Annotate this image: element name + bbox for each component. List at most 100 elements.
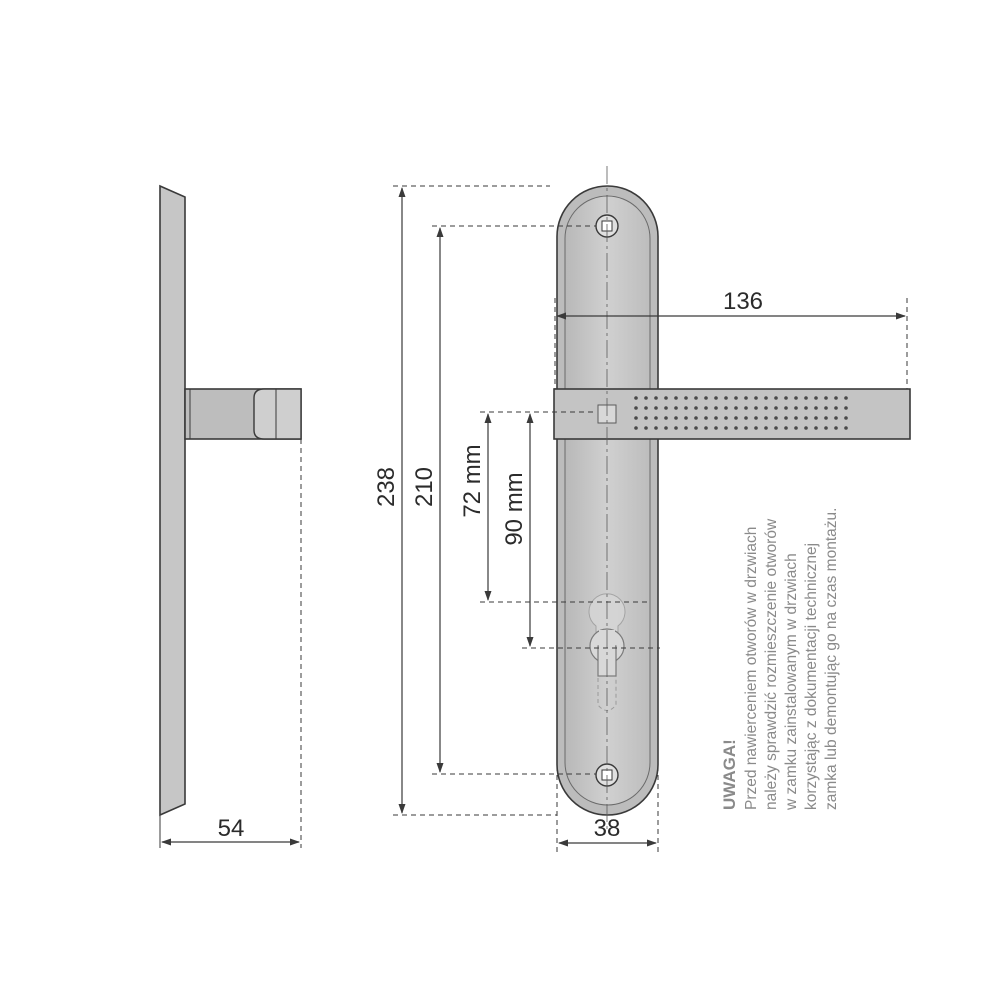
lever-dot bbox=[804, 426, 808, 430]
lever-dot bbox=[694, 426, 698, 430]
warning-line-2: należy sprawdzić rozmieszczenie otworów bbox=[763, 518, 780, 810]
backset-90-label: 90 mm bbox=[501, 472, 528, 545]
lever-dot bbox=[714, 406, 718, 410]
lever-dot bbox=[764, 426, 768, 430]
lever-dot bbox=[694, 416, 698, 420]
warning-note: UWAGA! Przed nawierceniem otworów w drzw… bbox=[720, 508, 840, 811]
lever-dot-pattern bbox=[634, 396, 848, 430]
lever-dot bbox=[684, 406, 688, 410]
lever-dot bbox=[804, 406, 808, 410]
front-view: 38 136 238 210 72 mm 90 mm bbox=[373, 166, 911, 852]
lever-dot bbox=[754, 406, 758, 410]
lever-dot bbox=[644, 416, 648, 420]
lever-dot bbox=[744, 416, 748, 420]
lever-dot bbox=[724, 406, 728, 410]
lever-dot bbox=[704, 416, 708, 420]
lever-dot bbox=[814, 426, 818, 430]
lever-dot bbox=[724, 416, 728, 420]
lever-dot bbox=[724, 396, 728, 400]
total-height-label: 238 bbox=[373, 467, 400, 507]
lever-dot bbox=[634, 396, 638, 400]
lever-dot bbox=[644, 396, 648, 400]
lever-dot bbox=[704, 406, 708, 410]
lever-dot bbox=[754, 416, 758, 420]
hole-spacing-label: 210 bbox=[411, 467, 438, 507]
lever-length-label: 136 bbox=[723, 288, 763, 315]
lever-dot bbox=[714, 396, 718, 400]
lever-dot bbox=[684, 416, 688, 420]
lever-dot bbox=[684, 396, 688, 400]
lever-dot bbox=[664, 416, 668, 420]
lever-dot bbox=[674, 426, 678, 430]
lever-dot bbox=[654, 406, 658, 410]
lever-dot bbox=[744, 426, 748, 430]
lever-dot bbox=[664, 426, 668, 430]
lever-dot bbox=[674, 416, 678, 420]
lever-dot bbox=[844, 426, 848, 430]
lever-dot bbox=[754, 426, 758, 430]
lever-dot bbox=[794, 406, 798, 410]
lever-dot bbox=[824, 426, 828, 430]
lever-dot bbox=[734, 426, 738, 430]
lever-dot bbox=[634, 426, 638, 430]
lever-dot bbox=[814, 406, 818, 410]
side-lever-grip bbox=[253, 388, 302, 440]
lever-dot bbox=[744, 396, 748, 400]
lever-dot bbox=[774, 426, 778, 430]
lever-dot bbox=[774, 396, 778, 400]
lever-dot bbox=[744, 406, 748, 410]
lever-dot bbox=[774, 416, 778, 420]
lever-dot bbox=[804, 396, 808, 400]
lever-dot bbox=[724, 426, 728, 430]
lever-dot bbox=[814, 416, 818, 420]
lever-dot bbox=[824, 416, 828, 420]
lever-dot bbox=[694, 406, 698, 410]
lever-dot bbox=[784, 396, 788, 400]
lever-dot bbox=[734, 416, 738, 420]
lever-dot bbox=[714, 426, 718, 430]
lever-dot bbox=[674, 396, 678, 400]
lever-dot bbox=[644, 406, 648, 410]
lever-dot bbox=[754, 396, 758, 400]
lever-dot bbox=[764, 396, 768, 400]
lever-dot bbox=[764, 406, 768, 410]
lever-dot bbox=[834, 396, 838, 400]
lever-dot bbox=[784, 416, 788, 420]
lever-dot bbox=[834, 426, 838, 430]
lever-dot bbox=[634, 416, 638, 420]
lever-dot bbox=[794, 396, 798, 400]
lever-dot bbox=[684, 426, 688, 430]
lever-dot bbox=[664, 406, 668, 410]
lever-dot bbox=[664, 396, 668, 400]
lever-dot bbox=[764, 416, 768, 420]
lever-dot bbox=[824, 396, 828, 400]
lever-dot bbox=[844, 416, 848, 420]
lever-dot bbox=[654, 416, 658, 420]
lever-dot bbox=[654, 426, 658, 430]
lever-dot bbox=[784, 426, 788, 430]
depth-label: 54 bbox=[218, 815, 245, 842]
lever-dot bbox=[834, 406, 838, 410]
backset-72-label: 72 mm bbox=[459, 444, 486, 517]
side-plate bbox=[159, 184, 186, 817]
lever-dot bbox=[634, 406, 638, 410]
lever-dot bbox=[734, 396, 738, 400]
lever-dot bbox=[694, 396, 698, 400]
lever-dot bbox=[814, 396, 818, 400]
lever-dot bbox=[794, 426, 798, 430]
warning-line-3: w zamku zainstalowanym w drzwiach bbox=[783, 553, 800, 811]
lever-dot bbox=[804, 416, 808, 420]
lever-dot bbox=[774, 406, 778, 410]
lever-dot bbox=[844, 396, 848, 400]
warning-line-4: korzystając z dokumentacji technicznej bbox=[803, 543, 820, 810]
lever-dot bbox=[794, 416, 798, 420]
lever-dot bbox=[704, 426, 708, 430]
warning-title: UWAGA! bbox=[720, 739, 739, 810]
lever-dot bbox=[654, 396, 658, 400]
lever-dot bbox=[824, 406, 828, 410]
warning-line-1: Przed nawierceniem otworów w drzwiach bbox=[743, 527, 760, 810]
lever-dot bbox=[734, 406, 738, 410]
warning-line-5: zamka lub demontując go na czas montażu. bbox=[823, 508, 840, 810]
side-view: 54 bbox=[159, 184, 302, 848]
